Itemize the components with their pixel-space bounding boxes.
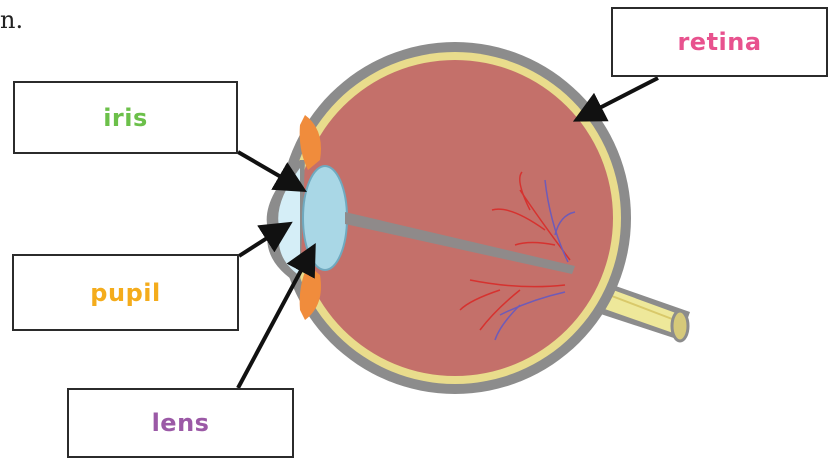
pupil-label-box: pupil: [12, 254, 239, 331]
retina-label-box: retina: [611, 7, 828, 77]
iris-label-box: iris: [13, 81, 238, 154]
retina-pointer: [580, 78, 658, 118]
lens-pointer: [238, 250, 312, 388]
lens-label-box: lens: [67, 388, 294, 458]
pupil-label: pupil: [90, 279, 160, 307]
iris-label: iris: [103, 104, 148, 132]
lens-label: lens: [152, 409, 210, 437]
retina-label: retina: [677, 28, 761, 56]
